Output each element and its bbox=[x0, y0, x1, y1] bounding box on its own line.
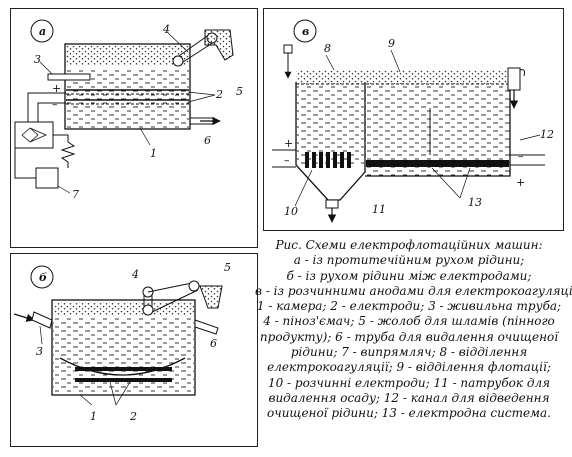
panel-v-label-9: 9 bbox=[388, 37, 395, 50]
panel-b-froth-remover bbox=[142, 280, 200, 316]
panel-a-label-1: 1 bbox=[150, 147, 157, 160]
panel-a-label-4: 4 bbox=[162, 23, 170, 36]
panel-a-froth bbox=[66, 46, 189, 66]
panel-v-minus-left: – bbox=[284, 154, 290, 167]
panel-v-soluble-electrodes bbox=[305, 152, 351, 168]
panel-a-tank bbox=[64, 43, 191, 130]
panel-v-label-13: 13 bbox=[468, 196, 482, 209]
caption-line: б - із рухом рідини між електродами; bbox=[286, 268, 532, 283]
panel-a-plus: + bbox=[52, 82, 61, 95]
panel-v-drawing bbox=[272, 19, 545, 223]
panel-a-drawing bbox=[14, 19, 234, 194]
panel-b-label-6: 6 bbox=[210, 337, 217, 350]
panel-a-label-5: 5 bbox=[236, 85, 243, 98]
caption-line: 4 - піноз'ємач; 5 - жолоб для шламів (пі… bbox=[263, 314, 555, 329]
panel-v-label-11: 11 bbox=[372, 203, 386, 216]
caption-line: Рис. Схеми електрофлотаційних машин: bbox=[275, 238, 543, 252]
panel-b-letter: б bbox=[39, 271, 47, 284]
caption-line: очищеної рідини; 13 - електродна система… bbox=[267, 406, 551, 421]
panel-a-label-3: 3 bbox=[34, 53, 41, 66]
figure-caption: Рис. Схеми електрофлотаційних машин: а -… bbox=[255, 238, 572, 422]
panel-v-label-12: 12 bbox=[540, 128, 554, 141]
panel-v-froth bbox=[296, 70, 510, 84]
panel-a-rectifier-bridge bbox=[14, 121, 54, 149]
panel-a-label-7: 7 bbox=[72, 188, 79, 201]
caption-line: 1 - камера; 2 - електроди; 3 - живильна … bbox=[256, 299, 562, 314]
panel-v-label-10: 10 bbox=[284, 205, 298, 218]
panel-v-plus-right: + bbox=[516, 176, 525, 189]
panel-b-label-2: 2 bbox=[129, 410, 137, 423]
panel-b-liquid bbox=[53, 318, 194, 394]
panel-a-letter-circle bbox=[30, 19, 54, 43]
panel-b-chute bbox=[199, 285, 223, 309]
panel-a-chute bbox=[204, 29, 234, 61]
caption-line: продукту); 6 - труба для видалення очище… bbox=[259, 329, 559, 344]
panel-v-label-8: 8 bbox=[324, 42, 331, 55]
panel-b-label-1: 1 bbox=[90, 410, 97, 423]
panel-b-label-3: 3 bbox=[36, 345, 43, 358]
panel-a-rectifier bbox=[35, 167, 59, 189]
panel-v-minus-right: – bbox=[518, 150, 524, 163]
panel-b-frame bbox=[10, 253, 258, 447]
caption-line: 10 - розчинні електроди; 11 - патрубок д… bbox=[267, 375, 551, 390]
panel-b-tank bbox=[51, 299, 196, 396]
panel-v-plus-left: + bbox=[284, 137, 293, 150]
panel-a-label-2: 2 bbox=[215, 88, 223, 101]
panel-v-electrode-system bbox=[366, 160, 509, 167]
panel-a-letter: а bbox=[39, 25, 46, 38]
panel-a-label-6: 6 bbox=[204, 134, 211, 147]
caption-line: рідини; 7 - випрямляч; 8 - відділення bbox=[290, 345, 528, 360]
caption-line: а - із протитечійним рухом рідини; bbox=[293, 253, 525, 268]
panel-b-letter-circle bbox=[30, 265, 54, 289]
panel-b-drawing bbox=[13, 265, 223, 406]
panel-v-letter: в bbox=[302, 25, 309, 38]
caption-line: видалення осаду; 12 - канал для відведен… bbox=[268, 390, 550, 405]
panel-b-label-4: 4 bbox=[131, 268, 139, 281]
panel-a-minus: – bbox=[52, 98, 58, 111]
panel-v-letter-circle bbox=[293, 19, 317, 43]
panel-b-froth bbox=[53, 302, 194, 316]
panel-v-frame bbox=[263, 8, 564, 231]
caption-line: електрокоагуляції; 9 - відділення флотац… bbox=[267, 360, 551, 375]
panel-v-flotation-section bbox=[365, 90, 511, 177]
caption-line: в - із розчинними анодами для електрокоа… bbox=[255, 283, 572, 298]
panel-a-frame bbox=[10, 8, 258, 248]
panel-b-label-5: 5 bbox=[224, 261, 231, 274]
